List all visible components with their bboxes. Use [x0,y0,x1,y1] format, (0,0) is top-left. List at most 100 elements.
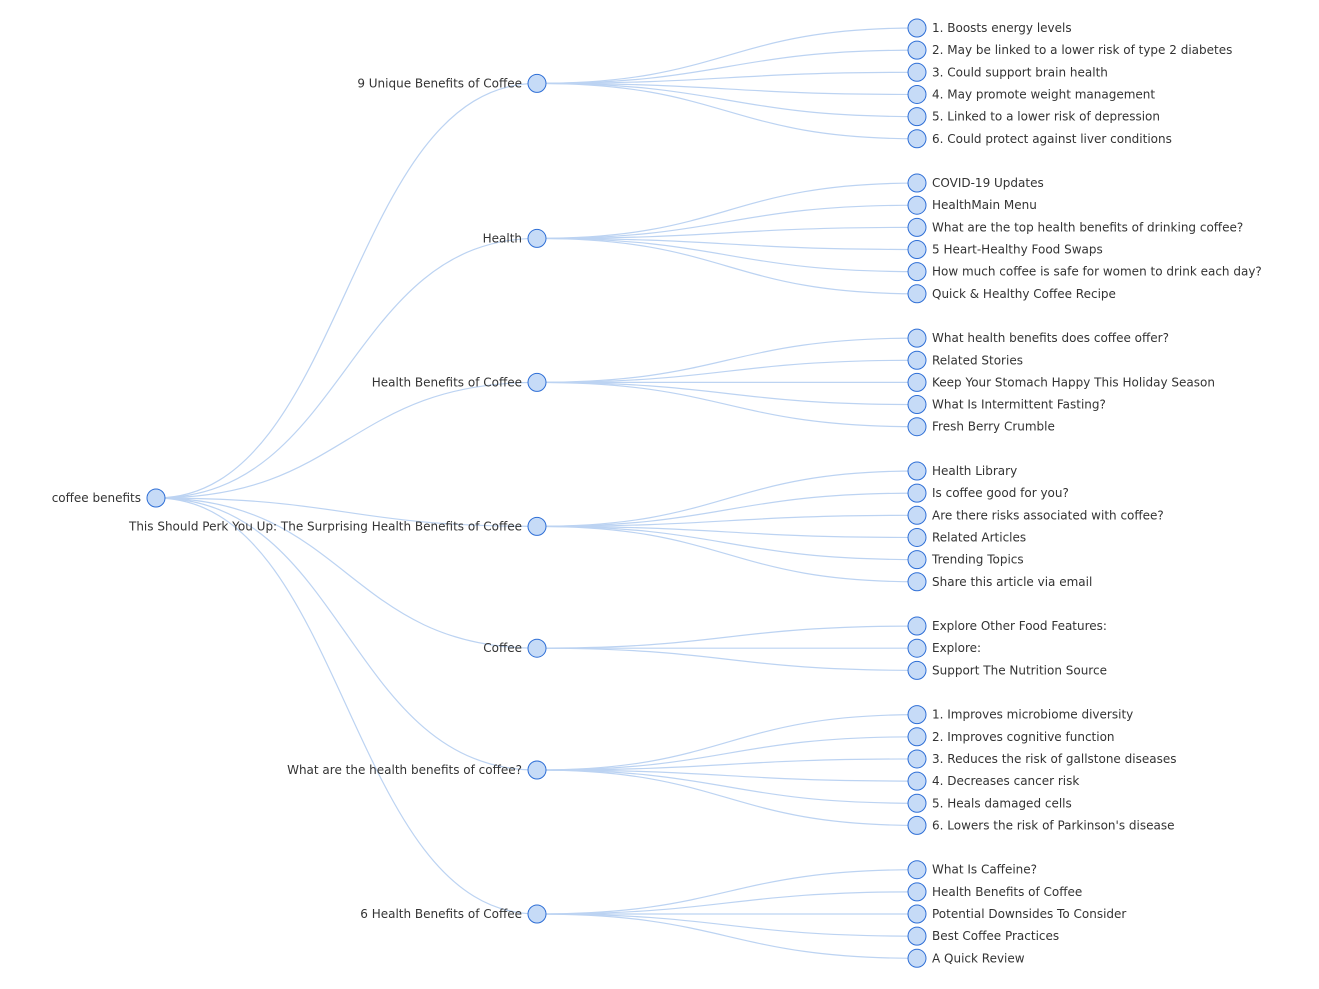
leaf-node-circle[interactable] [907,616,927,636]
branch-node-circle[interactable] [527,760,547,780]
leaf-node-circle[interactable] [907,705,927,725]
branch-node-circle[interactable] [527,372,547,392]
leaf-node[interactable]: A Quick Review [907,948,1025,968]
leaf-node[interactable]: Are there risks associated with coffee? [907,505,1164,525]
leaf-node-label: 6. Lowers the risk of Parkinson's diseas… [932,818,1174,832]
leaf-node[interactable]: What are the top health benefits of drin… [907,217,1243,237]
leaf-link-2-0 [536,337,918,383]
leaf-node-circle[interactable] [907,948,927,968]
leaf-node-circle[interactable] [907,860,927,880]
leaf-node-circle[interactable] [907,882,927,902]
leaf-node[interactable]: 5. Linked to a lower risk of depression [907,107,1160,127]
leaf-node-circle[interactable] [907,749,927,769]
leaf-node-circle[interactable] [907,926,927,946]
leaf-node[interactable]: 6. Lowers the risk of Parkinson's diseas… [907,815,1174,835]
leaf-node-label: Is coffee good for you? [932,486,1069,500]
leaf-node-circle[interactable] [907,262,927,282]
leaf-node-circle[interactable] [907,727,927,747]
leaf-node-circle[interactable] [907,505,927,525]
leaf-node-circle[interactable] [907,195,927,215]
leaf-node-circle[interactable] [907,62,927,82]
branch-node[interactable]: What are the health benefits of coffee? [287,760,547,780]
leaf-node[interactable]: Share this article via email [907,572,1092,592]
leaf-node[interactable]: 4. Decreases cancer risk [907,771,1079,791]
branch-node[interactable]: This Should Perk You Up: The Surprising … [128,516,547,536]
leaf-node[interactable]: 2. Improves cognitive function [907,727,1115,747]
leaf-node-circle[interactable] [907,284,927,304]
leaf-node[interactable]: 1. Improves microbiome diversity [907,705,1133,725]
leaf-node[interactable]: 5 Heart-Healthy Food Swaps [907,240,1103,259]
leaf-node-circle[interactable] [907,395,927,415]
leaf-node[interactable]: Support The Nutrition Source [907,660,1107,680]
leaf-node-circle[interactable] [907,18,927,38]
branch-node[interactable]: 9 Unique Benefits of Coffee [357,73,547,93]
leaf-node[interactable]: 5. Heals damaged cells [907,793,1072,813]
leaf-node[interactable]: What health benefits does coffee offer? [907,328,1169,348]
branch-node-circle[interactable] [527,904,547,924]
leaf-node-label: Best Coffee Practices [932,929,1059,943]
leaf-node[interactable]: Best Coffee Practices [907,926,1059,946]
leaf-node-circle[interactable] [907,40,927,60]
leaf-node-circle[interactable] [907,572,927,592]
leaf-node-circle[interactable] [907,793,927,813]
leaf-link-0-5 [536,82,918,140]
leaf-node-circle[interactable] [907,660,927,680]
branch-node-circle[interactable] [527,516,547,536]
leaf-node[interactable]: Related Stories [907,350,1023,370]
leaf-node-circle[interactable] [907,350,927,370]
leaf-node[interactable]: 3. Reduces the risk of gallstone disease… [907,749,1176,769]
branch-node[interactable]: Health [483,228,547,248]
leaf-node[interactable]: Fresh Berry Crumble [907,417,1055,437]
leaf-node-circle[interactable] [907,771,927,791]
leaf-node-circle[interactable] [907,84,927,104]
leaf-node[interactable]: 2. May be linked to a lower risk of type… [907,40,1232,60]
leaf-node[interactable]: 3. Could support brain health [907,62,1108,82]
leaf-node[interactable]: What Is Intermittent Fasting? [907,395,1106,415]
leaf-node-circle[interactable] [907,107,927,127]
leaf-node[interactable]: What Is Caffeine? [907,860,1037,880]
leaf-node-circle[interactable] [907,240,927,259]
leaf-link-2-4 [536,381,918,428]
leaf-node[interactable]: Health Library [907,461,1017,481]
branch-node-circle[interactable] [527,638,547,658]
leaf-node-circle[interactable] [907,173,927,193]
branch-node[interactable]: 6 Health Benefits of Coffee [360,904,547,924]
branch-node-circle[interactable] [527,73,547,93]
leaf-node-circle[interactable] [907,217,927,237]
leaf-node-circle[interactable] [907,461,927,481]
leaf-node[interactable]: 1. Boosts energy levels [907,18,1072,38]
leaf-node-circle[interactable] [907,129,927,149]
leaf-link-1-5 [536,237,918,295]
leaf-node[interactable]: Potential Downsides To Consider [907,904,1126,924]
leaf-node[interactable]: Trending Topics [907,550,1024,570]
leaf-node-circle[interactable] [907,417,927,437]
leaf-node[interactable]: Explore: [907,638,981,658]
leaf-node[interactable]: Quick & Healthy Coffee Recipe [907,284,1116,304]
leaf-node[interactable]: Explore Other Food Features: [907,616,1107,636]
branch-link-3 [155,497,538,527]
branch-node[interactable]: Health Benefits of Coffee [372,372,547,392]
leaf-node-circle[interactable] [907,527,927,547]
leaf-node[interactable]: Keep Your Stomach Happy This Holiday Sea… [907,372,1215,392]
leaf-node[interactable]: COVID-19 Updates [907,173,1044,193]
leaf-node[interactable]: How much coffee is safe for women to dri… [907,262,1262,282]
leaf-node-circle[interactable] [907,328,927,348]
branch-node[interactable]: Coffee [483,638,547,658]
leaf-node[interactable]: HealthMain Menu [907,195,1037,215]
leaf-node-label: 1. Improves microbiome diversity [932,708,1133,722]
leaf-node[interactable]: Is coffee good for you? [907,483,1069,503]
leaf-node-circle[interactable] [907,550,927,570]
leaf-node-circle[interactable] [907,483,927,503]
leaf-node-label: 5 Heart-Healthy Food Swaps [932,243,1103,257]
root-node-circle[interactable] [146,488,166,508]
leaf-node-circle[interactable] [907,904,927,924]
leaf-node-circle[interactable] [907,372,927,392]
root-node[interactable]: coffee benefits [52,488,166,508]
leaf-node[interactable]: Related Articles [907,527,1026,547]
branch-node-circle[interactable] [527,228,547,248]
leaf-node-circle[interactable] [907,815,927,835]
leaf-node[interactable]: 6. Could protect against liver condition… [907,129,1172,149]
leaf-node[interactable]: Health Benefits of Coffee [907,882,1082,902]
leaf-node-circle[interactable] [907,638,927,658]
leaf-node[interactable]: 4. May promote weight management [907,84,1155,104]
